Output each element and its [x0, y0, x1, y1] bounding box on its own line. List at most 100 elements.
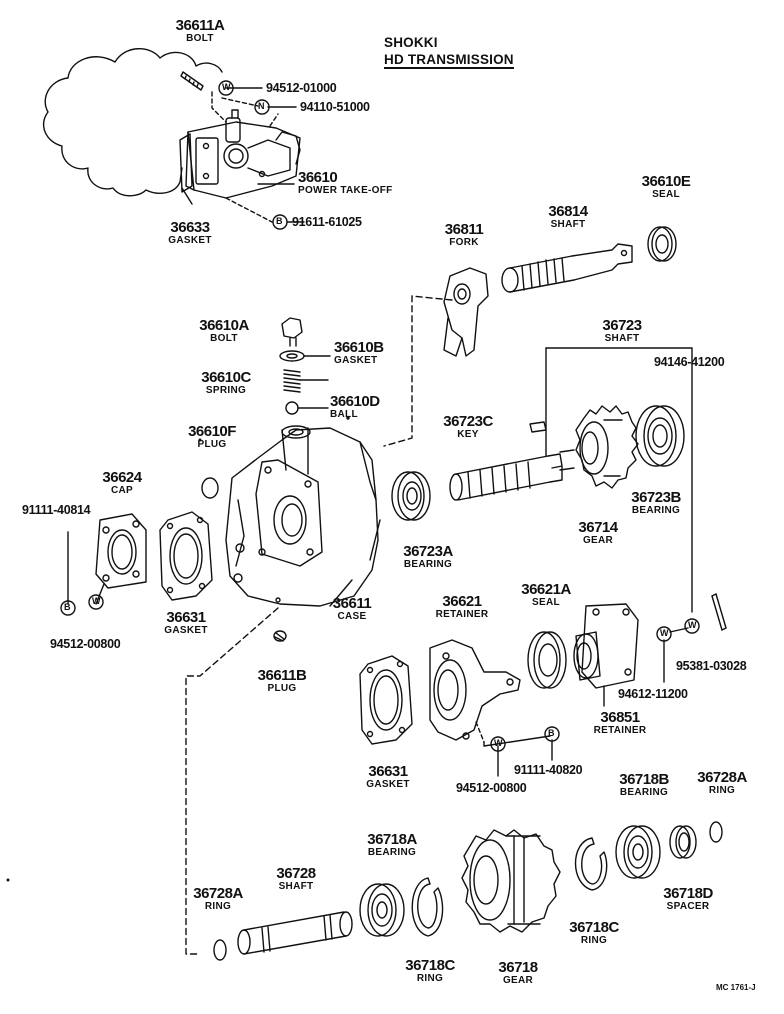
seal-36610E: [647, 226, 677, 262]
part-number: 36610B: [334, 339, 384, 356]
part-number: 36851: [600, 709, 640, 726]
label-36610: 36610 POWER TAKE-OFF: [298, 170, 393, 196]
part-number: 36723A: [403, 543, 453, 560]
part-name: KEY: [457, 429, 479, 440]
gear-36718: [461, 829, 561, 933]
shaft-36728: [237, 911, 353, 955]
part-name: SPACER: [666, 901, 710, 912]
part-name: BEARING: [367, 847, 417, 858]
part-name: CASE: [337, 611, 367, 622]
bolt-letter-3: B: [548, 728, 555, 738]
part-name: SEAL: [532, 597, 560, 608]
retainer-36621: [429, 639, 521, 741]
label-36814: 36814 SHAFT: [548, 204, 588, 230]
part-number: 36631: [166, 609, 206, 626]
part-name: PLUG: [197, 439, 227, 450]
part-number: 36621: [442, 593, 482, 610]
part-name: BOLT: [186, 33, 214, 44]
label-36723: 36723 SHAFT: [602, 318, 642, 344]
part-number: 36611: [332, 595, 372, 612]
label-36631-b: 36631 GASKET: [366, 764, 409, 790]
title-line-2: HD TRANSMISSION: [384, 52, 514, 69]
part-name: RING: [416, 973, 444, 984]
bearing-36718B: [615, 825, 661, 879]
label-36610C: 36610C SPRING: [201, 370, 251, 396]
label-36611A: 36611A BOLT: [176, 18, 225, 44]
label-36811: 36811 FORK: [445, 222, 484, 248]
seal-36621A: [527, 631, 567, 689]
part-name: RING: [580, 935, 608, 946]
label-36723B: 36723B BEARING: [631, 490, 681, 516]
key-36723C: [529, 421, 547, 433]
label-91111-40814: 91111-40814: [22, 503, 91, 517]
part-number: 36723B: [631, 489, 681, 506]
part-name: BEARING: [403, 559, 453, 570]
part-number: 36723C: [443, 413, 493, 430]
part-number: 36718C: [569, 919, 619, 936]
cap-36624: [95, 513, 147, 589]
part-name: SPRING: [205, 385, 247, 396]
bearing-36723B: [635, 405, 685, 467]
ring-36718C-right: [574, 837, 608, 891]
part-number: 36611B: [257, 667, 307, 684]
label-36718B: 36718B BEARING: [619, 772, 669, 798]
label-36610F: 36610F PLUG: [188, 424, 236, 450]
part-name: POWER TAKE-OFF: [298, 185, 393, 196]
label-95381-03028: 95381-03028: [676, 659, 747, 673]
ring-36728A-top: [709, 821, 723, 843]
part-number: 36631: [368, 763, 408, 780]
gear-36714: [575, 405, 639, 489]
part-number: 36718D: [663, 885, 713, 902]
part-name: GEAR: [582, 535, 614, 546]
bearing-36723A: [391, 471, 431, 521]
washer-letter-2: W: [92, 596, 101, 606]
washer-letter-4: W: [688, 620, 697, 630]
bolt-symbol: [272, 214, 288, 230]
part-name: GEAR: [502, 975, 534, 986]
part-number: 36610C: [201, 369, 251, 386]
part-number: 36611A: [175, 17, 225, 34]
detent-parts: [279, 317, 305, 415]
part-number: 36610F: [188, 423, 236, 440]
part-number: 36728A: [697, 769, 747, 786]
part-number: 36610D: [330, 393, 380, 410]
label-94612-11200: 94612-11200: [618, 687, 688, 701]
label-36718C-right: 36718C RING: [569, 920, 619, 946]
label-94512-00800-a: 94512-00800: [50, 637, 121, 651]
part-name: RETAINER: [435, 609, 489, 620]
power-take-off-assembly: [179, 109, 301, 199]
part-number: 36621A: [521, 581, 571, 598]
label-94512-01000: 94512-01000: [266, 81, 337, 95]
label-36723C: 36723C KEY: [443, 414, 493, 440]
ring-36728A-left: [213, 939, 227, 961]
part-name: SHAFT: [550, 219, 586, 230]
label-91111-40820: 91111-40820: [514, 763, 583, 777]
label-36621A: 36621A SEAL: [521, 582, 571, 608]
part-number: 36610: [298, 169, 338, 186]
label-36624: 36624 CAP: [102, 470, 142, 496]
label-36611B: 36611B PLUG: [258, 668, 307, 694]
label-36723A: 36723A BEARING: [403, 544, 453, 570]
label-36611: 36611 CASE: [332, 595, 372, 622]
washer-symbol: [218, 80, 234, 96]
ring-36718C-left: [411, 877, 444, 937]
nut-letter: N: [258, 101, 265, 111]
diagram-title: SHOKKI HD TRANSMISSION: [384, 36, 514, 69]
bearing-36718A: [359, 883, 405, 937]
part-name: PLUG: [267, 683, 297, 694]
retainer-36851: [573, 603, 639, 689]
part-name: BOLT: [210, 333, 238, 344]
bolt-letter-2: B: [64, 602, 71, 612]
gasket-36631-a: [159, 511, 213, 601]
label-36631-a: 36631 GASKET: [164, 610, 207, 636]
part-number: 36714: [578, 519, 618, 536]
shaft-36723: [449, 449, 575, 501]
part-number: 36610E: [641, 173, 691, 190]
transmission-outline: [43, 48, 223, 197]
nut-symbol: [254, 99, 270, 115]
washer-letter-3: W: [660, 628, 669, 638]
bolt-letter: B: [276, 216, 283, 226]
washer-letter-5: W: [494, 738, 503, 748]
